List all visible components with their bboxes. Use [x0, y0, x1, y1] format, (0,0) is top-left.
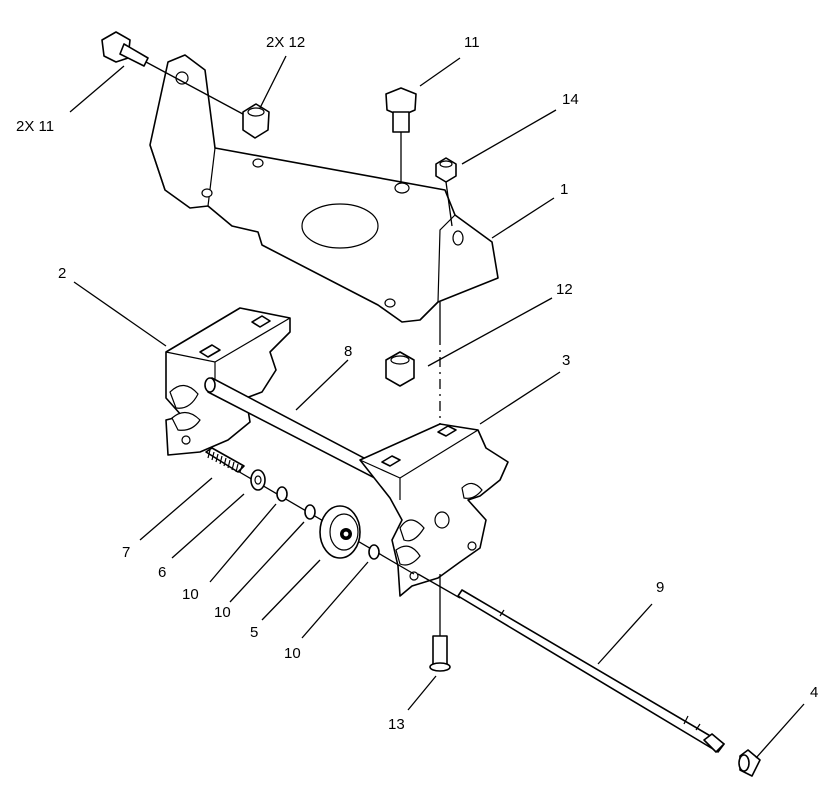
callout-3: 3 — [562, 352, 570, 369]
part-14-nut-small — [435, 157, 457, 227]
part-1-mounting-bracket — [149, 54, 499, 323]
callout-2: 2 — [58, 265, 66, 282]
callout-4: 4 — [810, 684, 818, 701]
part-6-washer — [250, 469, 266, 491]
part-9-shaft — [417, 573, 725, 753]
part-5-bearing — [319, 505, 361, 559]
callout-11: 11 — [464, 34, 480, 51]
part-12-nut-upper — [242, 103, 270, 139]
callout-10-second: 10 — [214, 604, 231, 621]
part-11-bolt-left — [101, 31, 255, 121]
callout-9: 9 — [656, 579, 664, 596]
part-10-clip-b — [304, 504, 316, 520]
part-2-left-bracket — [165, 307, 291, 456]
callout-2x-12: 2X 12 — [266, 34, 305, 51]
callout-13: 13 — [388, 716, 405, 733]
part-11-bolt-center — [385, 87, 417, 182]
callout-2x-11: 2X 11 — [16, 118, 54, 135]
callout-10-third: 10 — [284, 645, 301, 662]
callout-12: 12 — [556, 281, 573, 298]
callout-5: 5 — [250, 624, 258, 641]
part-12-nut-lower — [385, 302, 441, 432]
part-13-bolt — [429, 574, 451, 672]
callout-14: 14 — [562, 91, 579, 108]
callout-6: 6 — [158, 564, 166, 581]
part-10-clip-c — [368, 544, 380, 560]
part-7-spring — [205, 447, 245, 473]
leader-lines — [69, 55, 805, 759]
part-10-clip-a — [276, 486, 288, 502]
part-4-end-cap — [738, 749, 761, 777]
callout-labels: 2X 11 2X 12 11 14 1 2 12 8 3 7 6 10 10 5… — [16, 34, 818, 733]
callout-8: 8 — [344, 343, 352, 360]
part-3-right-bracket — [359, 423, 509, 597]
callout-10-first: 10 — [182, 586, 199, 603]
callout-1: 1 — [560, 181, 568, 198]
callout-7: 7 — [122, 544, 130, 561]
